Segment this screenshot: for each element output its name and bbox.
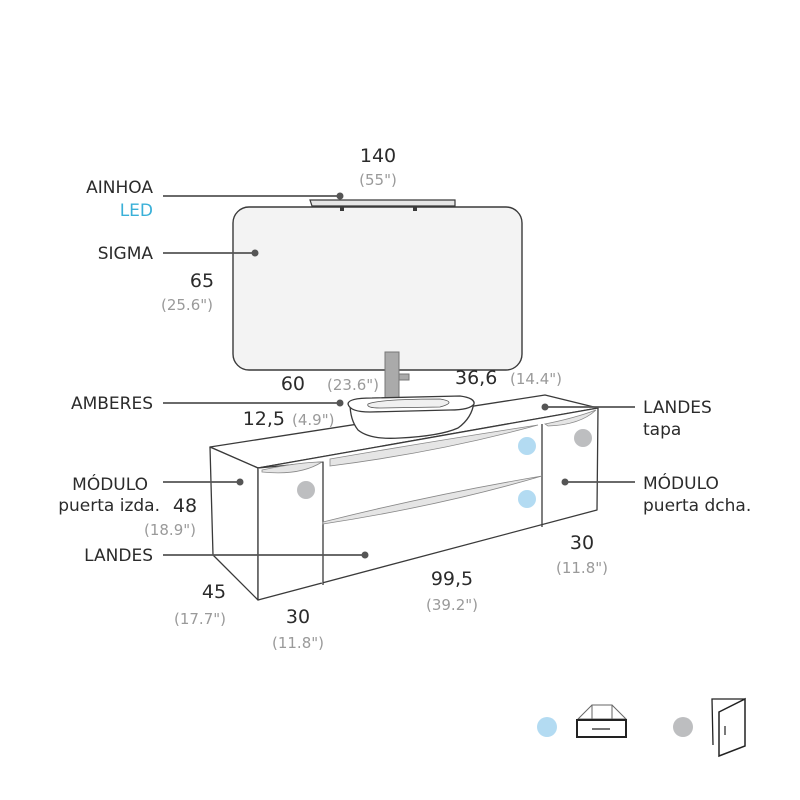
dim-cabinet-depth-in: (17.7") bbox=[174, 610, 226, 628]
dim-basin-height-in: (4.9") bbox=[292, 411, 334, 429]
dim-cabinet-height-in: (18.9") bbox=[144, 521, 196, 539]
label-ainhoa: AINHOA bbox=[86, 178, 153, 198]
drawer-marker bbox=[518, 437, 536, 455]
label-modulo-izda: MÓDULO bbox=[72, 473, 148, 495]
sigma-mirror bbox=[232, 206, 523, 371]
dim-mirror-width-in: (55") bbox=[359, 171, 397, 189]
legend-door-marker bbox=[673, 717, 693, 737]
drawer-marker bbox=[518, 490, 536, 508]
door-marker bbox=[297, 481, 315, 499]
ainhoa-led-lamp bbox=[309, 199, 456, 211]
leader-lines bbox=[163, 192, 635, 559]
label-modulo-dcha: MÓDULO bbox=[643, 472, 719, 494]
door-marker bbox=[574, 429, 592, 447]
dim-right-module-width: 30 bbox=[570, 532, 594, 554]
dim-right-module-width-in: (11.8") bbox=[556, 559, 608, 577]
label-landes-tapa: LANDES bbox=[643, 398, 712, 418]
label-amberes: AMBERES bbox=[71, 394, 153, 414]
label-puerta-izda: puerta izda. bbox=[58, 496, 160, 516]
legend-drawer-marker bbox=[537, 717, 557, 737]
label-sigma: SIGMA bbox=[98, 244, 154, 264]
dim-cabinet-height: 48 bbox=[173, 495, 197, 517]
label-led: LED bbox=[120, 201, 153, 221]
dim-drawer-width: 99,5 bbox=[431, 568, 473, 590]
dim-left-module-width-in: (11.8") bbox=[272, 634, 324, 652]
dim-drawer-width-in: (39.2") bbox=[426, 596, 478, 614]
dim-mirror-height-in: (25.6") bbox=[161, 296, 213, 314]
dim-basin-width-in: (23.6") bbox=[327, 376, 379, 394]
amberes-basin bbox=[347, 395, 475, 439]
label-puerta-dcha: puerta dcha. bbox=[643, 496, 751, 516]
drawer-icon bbox=[576, 704, 628, 738]
dim-basin-depth: 36,6 bbox=[455, 367, 497, 389]
dim-cabinet-depth: 45 bbox=[202, 581, 226, 603]
legend bbox=[537, 697, 746, 758]
door-icon bbox=[711, 697, 746, 758]
dim-mirror-height: 65 bbox=[190, 270, 214, 292]
landes-cabinet bbox=[209, 394, 599, 601]
label-landes: LANDES bbox=[84, 546, 153, 566]
dim-mirror-width: 140 bbox=[360, 145, 396, 167]
dim-basin-width: 60 bbox=[281, 373, 305, 395]
dim-basin-height: 12,5 bbox=[243, 408, 285, 430]
dim-basin-depth-in: (14.4") bbox=[510, 370, 562, 388]
label-tapa: tapa bbox=[643, 420, 681, 440]
dim-left-module-width: 30 bbox=[286, 606, 310, 628]
